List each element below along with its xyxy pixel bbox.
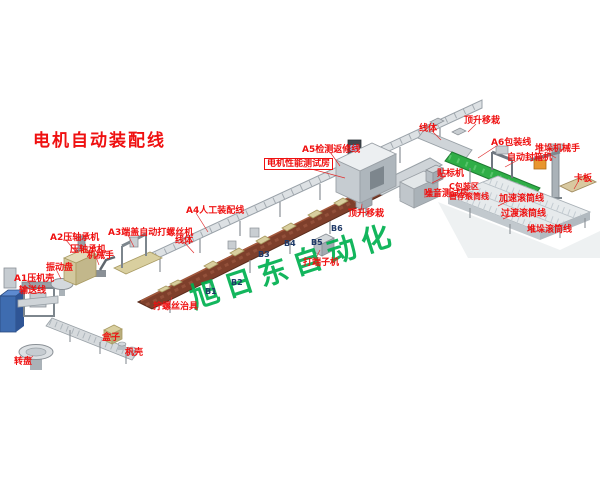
label-station-b6: B6 bbox=[331, 224, 343, 233]
label-station-b4: B4 bbox=[284, 239, 296, 248]
label-screw-fixture: 拧螺丝治具 bbox=[153, 302, 199, 312]
label-test-room: 电机性能测试房 bbox=[264, 158, 334, 171]
label-c-packing-zone: C包装区 bbox=[449, 182, 479, 191]
label-lift-transfer-mid: 顶升移栽 bbox=[348, 209, 385, 219]
floor-slab bbox=[438, 202, 600, 258]
leader-lines bbox=[25, 123, 579, 363]
label-accel-roller-line: 加速滚筒线 bbox=[499, 194, 545, 204]
label-bearing-press: 压轴承机 bbox=[70, 245, 107, 255]
left-stations bbox=[0, 232, 183, 333]
label-robot-arm: 机械手 bbox=[87, 251, 115, 261]
label-infeed-conveyor: 输送线 bbox=[19, 286, 47, 296]
label-turntable: 转盘 bbox=[14, 357, 33, 367]
label-line-body-mid: 线体 bbox=[175, 236, 194, 246]
label-line-body-top: 线体 bbox=[419, 124, 438, 134]
label-vibration-bowl: 振动盘 bbox=[46, 263, 74, 273]
bottom-left-cluster bbox=[18, 317, 139, 370]
label-station-b2: B2 bbox=[231, 278, 243, 287]
roller-conveyors bbox=[446, 175, 592, 240]
label-station-b1: B1 bbox=[205, 287, 217, 296]
label-palletizing-robot: 堆垛机械手 bbox=[535, 144, 581, 154]
label-a6-packing-line: A6包装线 bbox=[491, 138, 532, 148]
label-a5-inspection-line: A5检测返修线 bbox=[302, 145, 361, 155]
label-pallet: 卡板 bbox=[574, 174, 593, 184]
label-transition-roller-line: 过渡滚筒线 bbox=[501, 209, 547, 219]
label-station-b5: B5 bbox=[311, 238, 323, 247]
label-a3-screw-machine: A3端盖自动打螺丝机 bbox=[108, 228, 194, 238]
top-right-transfer bbox=[399, 117, 473, 209]
label-motor-shell: 机壳 bbox=[125, 348, 144, 358]
label-box: 盒子 bbox=[102, 333, 121, 343]
label-a4-manual-line: A4人工装配线 bbox=[186, 206, 245, 216]
test-room bbox=[334, 139, 398, 204]
label-station-b3: B3 bbox=[258, 250, 270, 259]
label-labeling-machine: 贴标机 bbox=[437, 169, 465, 179]
page-title: 电机自动装配线 bbox=[33, 131, 166, 151]
label-a1-housing-press: A1压机壳 bbox=[14, 274, 55, 284]
label-lift-transfer-top: 顶升移栽 bbox=[464, 116, 501, 126]
label-auto-carton-sealer: 自动封箱机 bbox=[507, 153, 553, 163]
label-a2-bearing-station: A2压轴承机 bbox=[50, 233, 100, 243]
pallets-on-line bbox=[203, 197, 349, 270]
palletizer-robot bbox=[529, 143, 598, 199]
label-buffer-roller-line: 暂存滚筒线 bbox=[449, 192, 489, 201]
label-terminal-machine: 打端子机 bbox=[303, 258, 340, 268]
label-noise-test-room: 噪音测试房 bbox=[424, 189, 470, 199]
label-stacking-roller-line: 堆垛滚筒线 bbox=[527, 225, 573, 235]
